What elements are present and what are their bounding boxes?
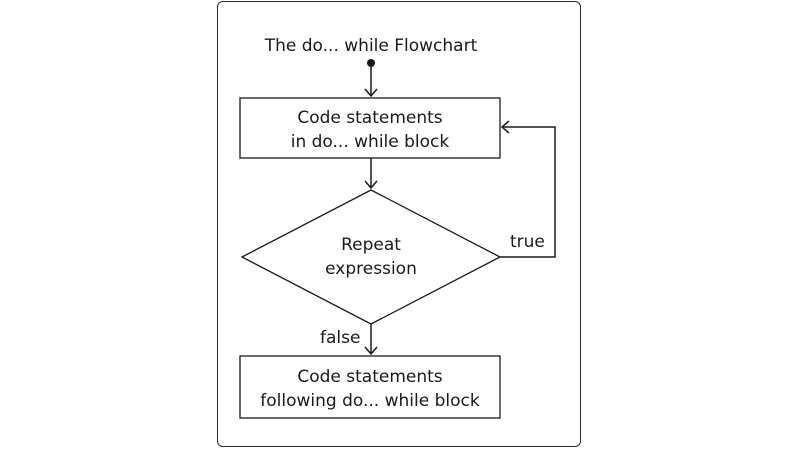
decision-line1: Repeat bbox=[341, 235, 401, 255]
decision-diamond bbox=[240, 189, 502, 325]
true-loop-connector bbox=[500, 126, 556, 258]
diagram-frame bbox=[217, 1, 581, 447]
process-box-after-loop-line2: following do... while block bbox=[260, 391, 480, 411]
false-arrowhead bbox=[364, 346, 378, 356]
process-box-after-loop bbox=[239, 355, 501, 419]
body-to-decision-arrowhead bbox=[364, 180, 378, 190]
false-label: false bbox=[320, 328, 360, 348]
start-arrowhead bbox=[364, 88, 378, 98]
process-box-after-loop-line1: Code statements bbox=[297, 367, 442, 387]
process-box-loop-body bbox=[239, 97, 501, 159]
process-box-loop-body-line1: Code statements bbox=[297, 108, 442, 128]
true-label: true bbox=[510, 232, 545, 252]
flowchart-title: The do... while Flowchart bbox=[264, 36, 478, 56]
true-loop-arrowhead bbox=[500, 120, 510, 134]
decision-line2: expression bbox=[325, 259, 417, 279]
process-box-loop-body-line2: in do... while block bbox=[291, 132, 450, 152]
